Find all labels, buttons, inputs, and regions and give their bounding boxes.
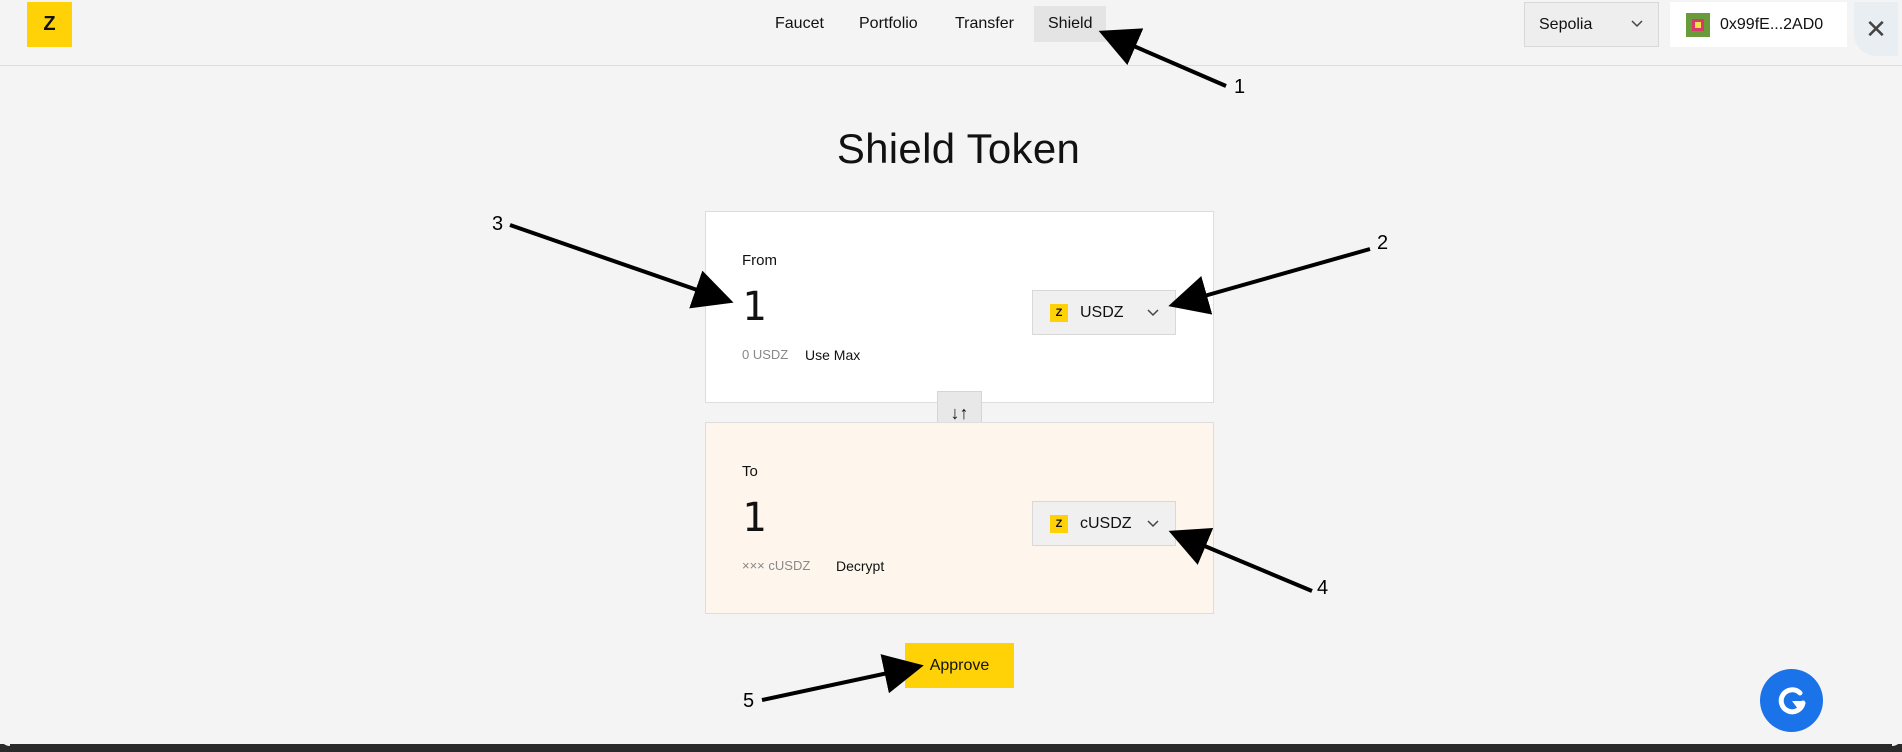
annotation-label-5: 5: [743, 690, 755, 712]
page-title: Shield Token: [836, 125, 1081, 172]
network-selector[interactable]: Sepolia: [1524, 2, 1659, 47]
from-label: From: [742, 252, 777, 269]
to-amount-input[interactable]: [742, 495, 922, 541]
network-name: Sepolia: [1539, 15, 1593, 33]
cusdz-token-icon: Z: [1050, 514, 1068, 533]
refresh-arrow-icon: [1778, 686, 1805, 714]
decrypt-button[interactable]: Decrypt: [836, 558, 885, 574]
annotation-label-2: 2: [1377, 232, 1389, 254]
help-widget-icon[interactable]: [1760, 669, 1823, 732]
annotation-arrow-3: [509, 223, 734, 309]
from-card: From 0 USDZ Use Max Z USDZ: [705, 211, 1214, 403]
nav-portfolio[interactable]: Portfolio: [859, 15, 918, 32]
close-icon[interactable]: ✕: [1854, 2, 1898, 56]
chevron-down-icon: [1631, 20, 1643, 28]
nav-shield[interactable]: Shield: [1034, 6, 1107, 42]
to-card: To ××× cUSDZ Decrypt Z cUSDZ: [705, 422, 1214, 614]
from-token-name: USDZ: [1080, 303, 1124, 321]
annotation-label-3: 3: [492, 213, 504, 235]
nav-faucet[interactable]: Faucet: [775, 15, 824, 32]
annotation-label-4: 4: [1317, 577, 1329, 599]
wallet-address: 0x99fE...2AD0: [1720, 15, 1824, 33]
chevron-down-icon: [1147, 309, 1159, 317]
window-bottom-border: [0, 736, 1902, 752]
annotation-arrow-5: [761, 654, 924, 702]
top-navbar: Z Faucet Portfolio Transfer Shield Sepol…: [0, 0, 1902, 66]
from-amount-input[interactable]: [742, 284, 922, 330]
approve-button[interactable]: Approve: [905, 643, 1014, 688]
use-max-button[interactable]: Use Max: [805, 347, 861, 363]
from-balance: 0 USDZ: [742, 347, 789, 362]
wallet-button[interactable]: 0x99fE...2AD0: [1670, 2, 1847, 47]
to-label: To: [742, 463, 758, 480]
wallet-avatar-icon: [1686, 12, 1710, 37]
to-token-name: cUSDZ: [1080, 514, 1132, 532]
annotation-label-1: 1: [1234, 76, 1246, 98]
usdz-token-icon: Z: [1050, 303, 1068, 322]
to-token-selector[interactable]: Z cUSDZ: [1032, 501, 1176, 546]
nav-transfer[interactable]: Transfer: [955, 15, 1014, 32]
chevron-down-icon: [1147, 520, 1159, 528]
from-token-selector[interactable]: Z USDZ: [1032, 290, 1176, 335]
to-balance: ××× cUSDZ: [742, 558, 811, 573]
logo-text: Z: [43, 13, 56, 35]
zama-logo[interactable]: Z: [27, 2, 72, 47]
